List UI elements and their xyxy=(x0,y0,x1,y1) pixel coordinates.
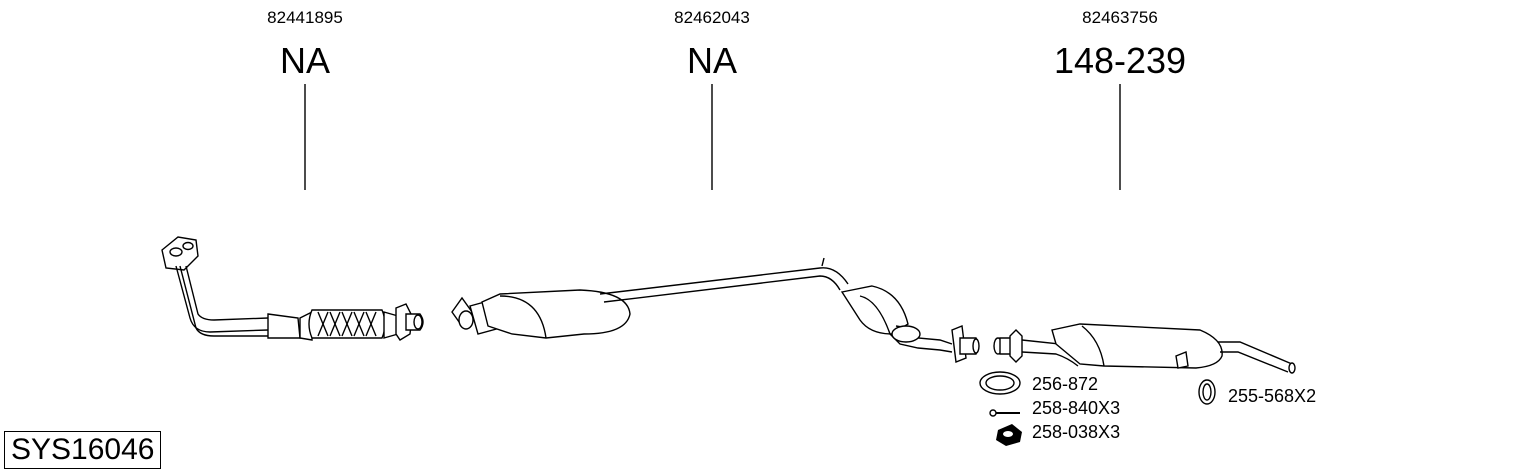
front-pipe-drawing xyxy=(161,236,424,341)
section-2-oem-number: 82462043 xyxy=(674,8,750,27)
rubber-mount-icon xyxy=(1198,379,1216,405)
system-id-label: SYS16046 xyxy=(4,431,162,469)
rear-muffler-drawing xyxy=(993,323,1296,374)
accessory-bolt-label: 258-840X3 xyxy=(1032,398,1120,418)
accessory-gasket-label: 256-872 xyxy=(1032,374,1098,394)
bolt-icon xyxy=(989,409,1020,417)
section-1-oem-number: 82441895 xyxy=(267,8,343,27)
nut-icon xyxy=(996,424,1022,446)
section-2-part-code: NA xyxy=(687,40,737,81)
section-3-oem-number: 82463756 xyxy=(1082,8,1158,27)
accessory-mount-label: 255-568X2 xyxy=(1228,386,1316,406)
section-3-part-code: 148-239 xyxy=(1054,40,1186,81)
accessory-nut-label: 258-038X3 xyxy=(1032,422,1120,442)
gasket-ring-icon xyxy=(979,371,1021,395)
section-1-part-code: NA xyxy=(280,40,330,81)
front-muffler-drawing xyxy=(451,257,980,363)
